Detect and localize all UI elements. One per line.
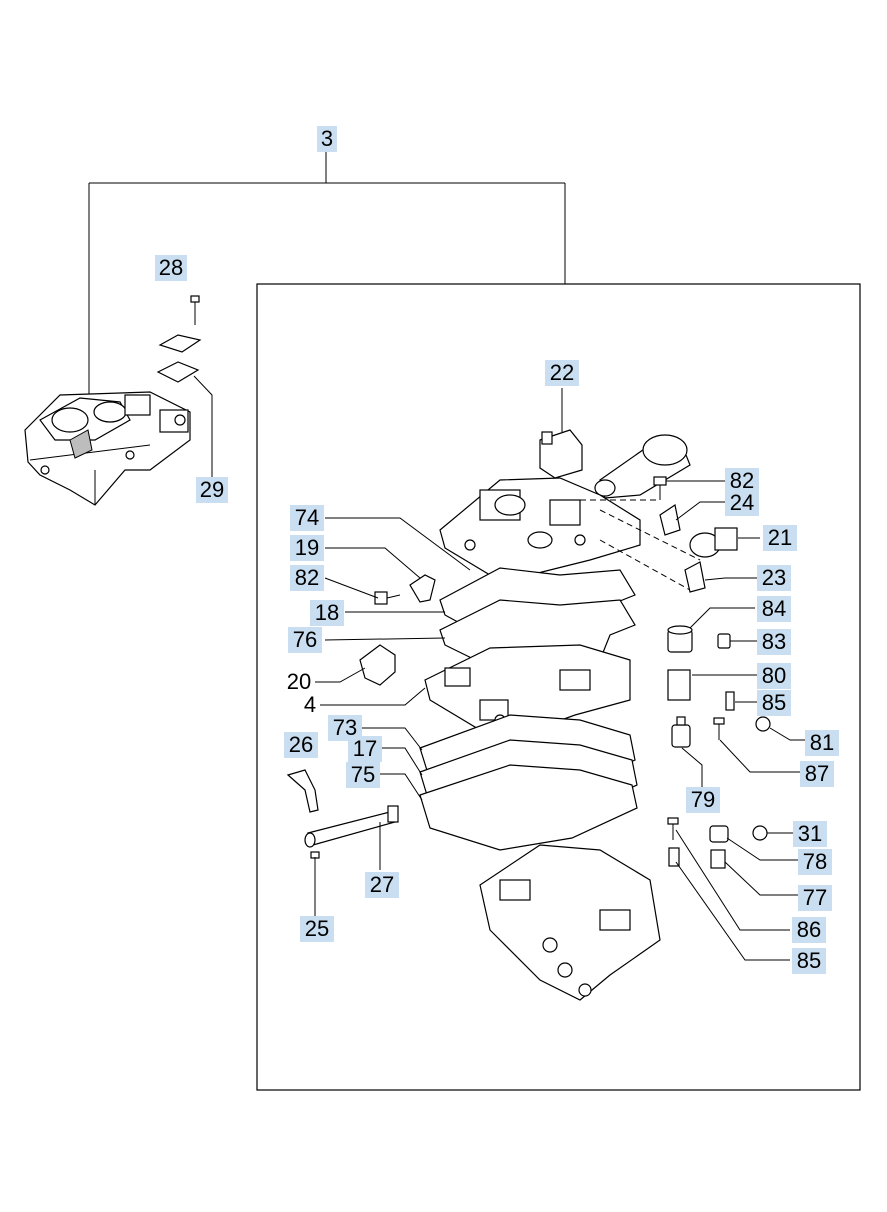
callout-79[interactable]: 79 [686,787,720,813]
bracket-24 [659,504,681,536]
plug-79 [671,716,691,748]
pipe-27 [304,805,399,848]
callout-84[interactable]: 84 [757,596,791,622]
callout-25[interactable]: 25 [300,916,334,942]
callout-29[interactable]: 29 [196,477,228,503]
solenoid-cylinder [594,434,691,499]
ball-31 [752,825,768,841]
callout-23[interactable]: 23 [757,565,791,591]
callout-76[interactable]: 76 [288,627,322,653]
callout-26[interactable]: 26 [284,732,318,758]
cover-plate-28 [156,295,202,383]
callout-27[interactable]: 27 [365,872,399,898]
callout-75[interactable]: 75 [346,762,380,788]
pin-86 [667,817,679,840]
callout-31[interactable]: 31 [793,821,827,847]
callout-85-upper[interactable]: 85 [757,690,791,716]
bracket-23 [684,561,706,593]
callout-83[interactable]: 83 [757,629,791,655]
callout-74[interactable]: 74 [290,505,324,531]
tube-26 [286,769,319,813]
callout-86[interactable]: 86 [792,917,826,943]
callout-81[interactable]: 81 [805,730,839,756]
callout-3[interactable]: 3 [317,126,337,152]
spring-77 [710,849,726,869]
detail-frame [256,283,861,1091]
callout-28[interactable]: 28 [155,255,187,281]
callout-19[interactable]: 19 [290,535,324,561]
upper-valve-housing [439,477,641,576]
valve-body-assembly-drawing [24,391,191,506]
callout-24[interactable]: 24 [725,490,759,516]
middle-valve-body-4 [424,644,631,736]
callout-82-upper[interactable]: 82 [725,468,759,494]
callout-18[interactable]: 18 [310,600,344,626]
sensor-21 [689,527,738,558]
callout-87[interactable]: 87 [800,761,834,787]
callout-78[interactable]: 78 [798,849,832,875]
assembly-bracket [88,152,566,400]
solenoid-22 [539,429,583,479]
callout-85-lower[interactable]: 85 [792,948,826,974]
ball-81 [755,716,771,732]
spring-85-lower [668,847,680,867]
callout-17[interactable]: 17 [348,736,382,762]
cup-84 [667,625,693,653]
gasket-75 [419,764,638,851]
bolt-82-left [374,591,401,605]
lower-valve-body [479,844,661,1001]
plug-78 [709,825,729,843]
callout-80[interactable]: 80 [757,663,791,689]
cap-83 [717,633,731,649]
bolt-82-upper [653,476,667,500]
callout-20[interactable]: 20 [286,669,312,694]
pin-87 [713,717,725,740]
spring-80 [667,669,691,701]
callout-77[interactable]: 77 [798,885,832,911]
spring-85-upper [725,691,735,711]
callout-82-left[interactable]: 82 [290,565,324,591]
callout-21[interactable]: 21 [763,525,797,551]
callout-22[interactable]: 22 [545,360,579,386]
callout-4[interactable]: 4 [303,692,317,717]
clip-19 [409,574,436,603]
connector-20 [359,644,396,686]
